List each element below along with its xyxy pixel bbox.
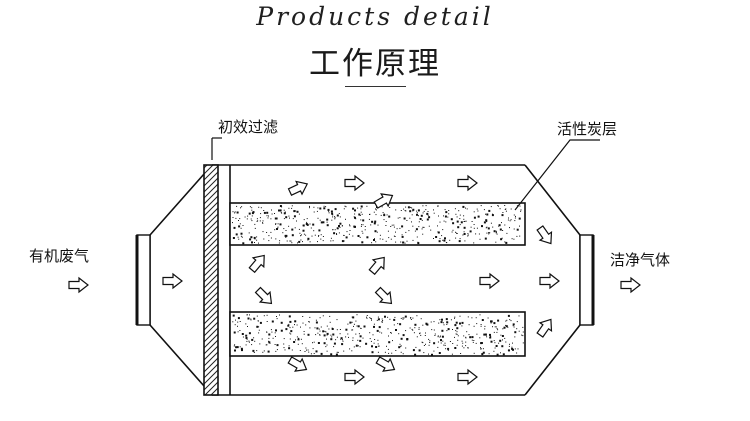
carbon-granules — [232, 205, 524, 356]
carbon-layer-leader — [514, 139, 600, 211]
housing — [212, 164, 525, 396]
inlet-label: 有机废气 — [29, 247, 90, 265]
carbon-bed-upper — [229, 202, 526, 246]
prefilter-panel — [203, 164, 219, 396]
carbon-layer-label: 活性炭层 — [557, 120, 618, 138]
section-heading: 工作原理 — [309, 46, 441, 82]
outlet-cone — [524, 164, 595, 396]
inlet-cone — [135, 164, 213, 396]
page-title: Products detail — [256, 2, 494, 31]
carbon-bed-lower — [229, 311, 526, 357]
title-divider — [345, 86, 406, 87]
outlet-label: 洁净气体 — [610, 251, 671, 269]
prefilter-label: 初效过滤 — [218, 118, 279, 136]
